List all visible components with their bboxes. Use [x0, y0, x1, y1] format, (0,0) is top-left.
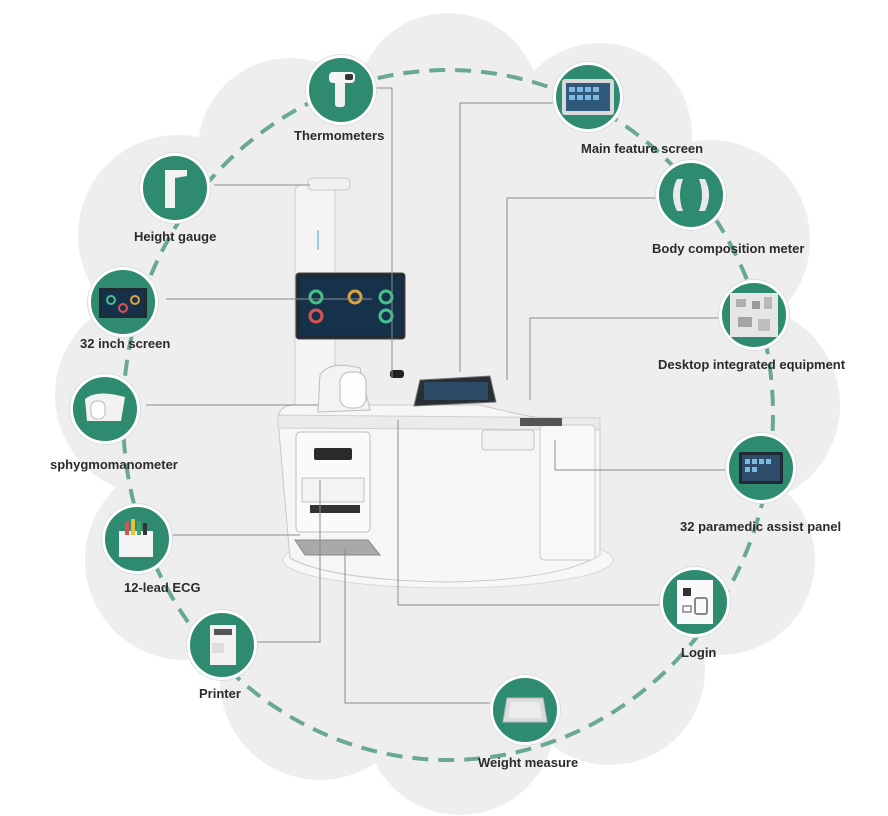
node-32-inch-screen[interactable]	[88, 267, 158, 337]
node-body-composition-meter[interactable]	[656, 160, 726, 230]
label-login: Login	[681, 645, 717, 660]
tablet-screen-icon	[562, 79, 614, 115]
hand-grips-icon	[673, 179, 709, 211]
monitor-icon	[99, 288, 147, 318]
label-paramedic-panel: 32 paramedic assist panel	[680, 519, 842, 534]
label-12-lead-ecg: 12-lead ECG	[124, 580, 201, 595]
node-thermometers[interactable]	[306, 55, 376, 125]
label-thermometers: Thermometers	[294, 128, 385, 143]
scale-plate-icon	[502, 697, 548, 723]
label-main-feature-screen: Main feature screen	[581, 141, 704, 156]
node-paramedic-panel[interactable]	[726, 433, 796, 503]
health-kiosk-illustration	[277, 177, 614, 589]
circuit-board-icon	[730, 293, 778, 337]
panel-screen-icon	[739, 452, 783, 484]
node-height-gauge[interactable]	[140, 153, 210, 223]
label-height-gauge: Height gauge	[134, 229, 217, 244]
label-weight-measure: Weight measure	[478, 755, 579, 770]
blood-pressure-cuff-icon	[85, 393, 125, 421]
node-printer[interactable]	[187, 610, 257, 680]
label-32-inch-screen: 32 inch screen	[80, 336, 171, 351]
node-desktop-integrated-equipment[interactable]	[719, 280, 789, 350]
node-login[interactable]	[660, 567, 730, 637]
thermometer-icon	[329, 72, 355, 107]
height-rod-icon	[165, 170, 187, 208]
node-12-lead-ecg[interactable]	[102, 504, 172, 574]
leader-lines	[146, 87, 726, 704]
label-sphygmomanometer: sphygmomanometer	[50, 457, 178, 472]
printer-icon	[210, 625, 236, 665]
node-weight-measure[interactable]	[490, 675, 560, 745]
node-sphygmomanometer[interactable]	[70, 374, 140, 444]
label-printer: Printer	[199, 686, 241, 701]
node-main-feature-screen[interactable]	[553, 62, 623, 132]
label-desktop-integrated-equipment: Desktop integrated equipment	[658, 357, 846, 372]
ecg-device-icon	[119, 519, 153, 557]
card-reader-icon	[677, 580, 713, 624]
label-body-composition-meter: Body composition meter	[652, 241, 805, 256]
